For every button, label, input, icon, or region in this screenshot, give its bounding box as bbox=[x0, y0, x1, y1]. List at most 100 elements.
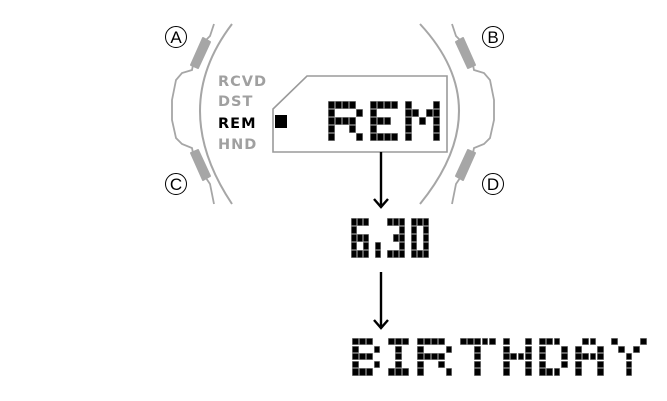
matrix-dot bbox=[445, 345, 453, 353]
button-c-pusher[interactable] bbox=[190, 149, 211, 181]
matrix-dot bbox=[349, 125, 356, 133]
matrix-dot bbox=[395, 338, 402, 346]
matrix-dot bbox=[481, 338, 489, 346]
matrix-dot bbox=[539, 338, 546, 346]
matrix-dot bbox=[632, 345, 640, 353]
matrix-dot bbox=[625, 353, 633, 361]
matrix-dot bbox=[474, 353, 482, 361]
matrix-dot bbox=[328, 117, 335, 125]
matrix-dot bbox=[625, 368, 633, 376]
matrix-dot bbox=[560, 345, 568, 353]
button-b-pusher[interactable] bbox=[455, 37, 476, 69]
matrix-dot bbox=[388, 338, 395, 346]
matrix-dot bbox=[328, 133, 335, 141]
matrix-dot bbox=[399, 234, 405, 242]
matrix-dot bbox=[625, 360, 633, 368]
matrix-dot bbox=[384, 133, 391, 141]
matrix-dot bbox=[546, 368, 554, 376]
button-d-label: D bbox=[482, 173, 504, 195]
matrix-dot bbox=[503, 353, 510, 361]
matrix-dot bbox=[596, 368, 604, 376]
matrix-dot bbox=[431, 353, 438, 361]
matrix-dot bbox=[405, 117, 412, 125]
matrix-dot bbox=[402, 338, 410, 346]
matrix-dot bbox=[596, 345, 604, 353]
matrix-dot bbox=[474, 338, 482, 346]
matrix-dot bbox=[589, 353, 597, 361]
matrix-dot bbox=[416, 360, 424, 368]
matrix-dot bbox=[391, 101, 398, 109]
matrix-dot bbox=[539, 345, 546, 353]
mode-label-rem: REM bbox=[218, 116, 257, 132]
mode-indicator-square bbox=[275, 115, 287, 128]
matrix-dot bbox=[356, 109, 363, 117]
matrix-dot bbox=[438, 353, 446, 361]
matrix-dot bbox=[405, 101, 412, 109]
matrix-dot bbox=[359, 368, 366, 376]
matrix-dot bbox=[416, 345, 424, 353]
matrix-dot bbox=[438, 360, 446, 368]
matrix-dot bbox=[553, 368, 561, 376]
matrix-dot bbox=[582, 338, 590, 346]
matrix-dot bbox=[416, 353, 424, 361]
matrix-dot bbox=[539, 368, 546, 376]
matrix-dot bbox=[351, 234, 357, 242]
matrix-dot bbox=[377, 117, 384, 125]
matrix-dot bbox=[395, 360, 402, 368]
matrix-dot bbox=[349, 117, 356, 125]
button-a-label: A bbox=[165, 26, 187, 48]
matrix-dot bbox=[373, 345, 381, 353]
mode-label-dst: DST bbox=[218, 94, 254, 110]
button-a-pusher[interactable] bbox=[190, 37, 211, 69]
matrix-dot bbox=[503, 368, 510, 376]
matrix-dot bbox=[351, 250, 357, 258]
matrix-dot bbox=[370, 133, 377, 141]
button-d-pusher[interactable] bbox=[455, 149, 476, 181]
matrix-dot bbox=[363, 218, 369, 226]
matrix-dot bbox=[399, 226, 405, 234]
matrix-dot bbox=[366, 353, 374, 361]
button-b-label: B bbox=[482, 26, 504, 48]
matrix-dot bbox=[352, 368, 359, 376]
matrix-dot bbox=[395, 353, 402, 361]
matrix-dot bbox=[575, 353, 582, 361]
matrix-dot bbox=[363, 250, 369, 258]
matrix-dot bbox=[560, 360, 568, 368]
matrix-dot bbox=[524, 368, 532, 376]
matrix-dot bbox=[384, 101, 391, 109]
matrix-dot bbox=[596, 353, 604, 361]
matrix-dot bbox=[423, 234, 429, 242]
matrix-dot bbox=[416, 338, 424, 346]
matrix-dot bbox=[352, 345, 359, 353]
matrix-dot bbox=[419, 117, 426, 125]
matrix-dot bbox=[351, 218, 357, 226]
matrix-dot bbox=[426, 109, 433, 117]
matrix-dot bbox=[351, 226, 357, 234]
matrix-dot bbox=[524, 345, 532, 353]
matrix-dot bbox=[411, 250, 417, 258]
matrix-dot bbox=[575, 368, 582, 376]
matrix-dot bbox=[357, 234, 363, 242]
matrix-dot bbox=[363, 242, 369, 250]
matrix-dot bbox=[351, 242, 357, 250]
matrix-dot bbox=[424, 338, 431, 346]
matrix-dot bbox=[503, 360, 510, 368]
matrix-dot bbox=[370, 101, 377, 109]
matrix-dot bbox=[553, 338, 561, 346]
matrix-dot bbox=[384, 117, 391, 125]
matrix-dot bbox=[582, 353, 590, 361]
matrix-dot bbox=[328, 101, 335, 109]
matrix-dot bbox=[423, 226, 429, 234]
matrix-dot bbox=[366, 338, 374, 346]
matrix-dot bbox=[433, 117, 440, 125]
matrix-dot bbox=[395, 345, 402, 353]
matrix-dot bbox=[375, 242, 381, 250]
matrix-dot bbox=[352, 338, 359, 346]
matrix-dot bbox=[352, 360, 359, 368]
matrix-dot bbox=[342, 101, 349, 109]
matrix-dot bbox=[575, 360, 582, 368]
matrix-dot bbox=[433, 125, 440, 133]
left-bezel-arc bbox=[199, 23, 233, 205]
matrix-dot bbox=[375, 250, 381, 258]
